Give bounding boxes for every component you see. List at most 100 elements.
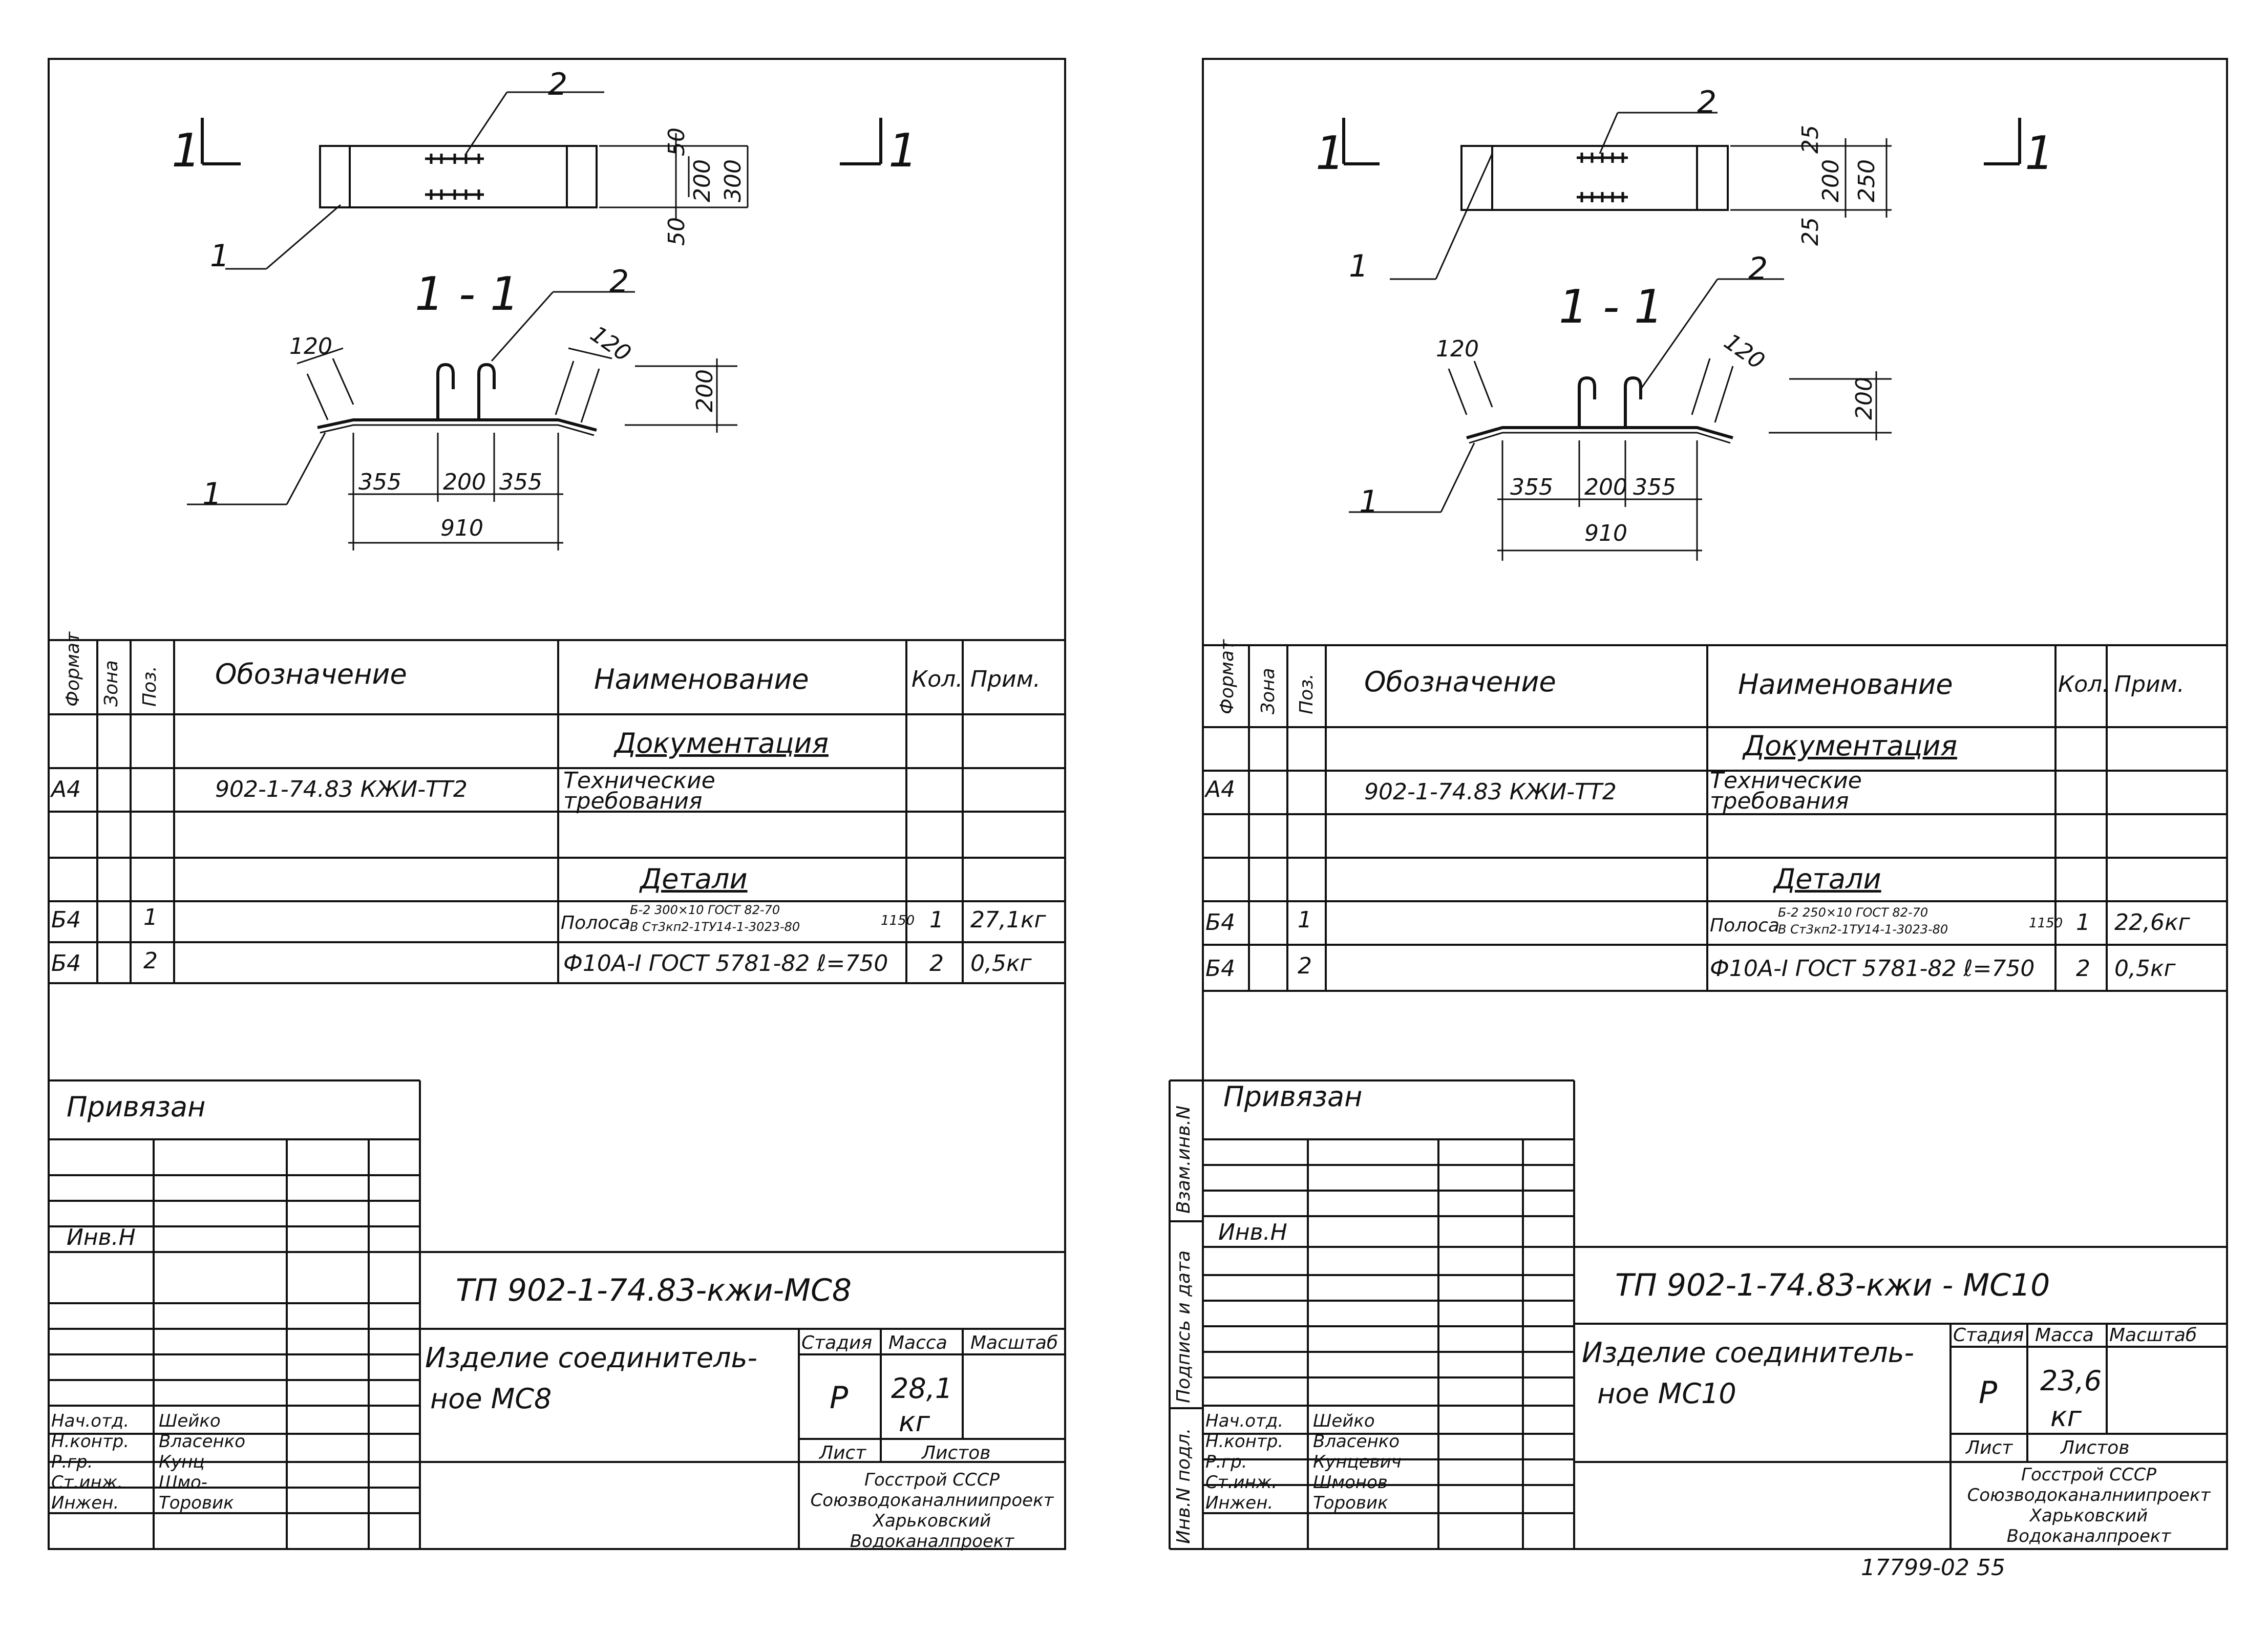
item-name-line2: ное МС10: [1597, 1377, 1736, 1410]
org-line-3: Харьковский: [2029, 1505, 2148, 1526]
row3-pos: 2: [1298, 953, 1312, 979]
title-block-grid: [49, 1079, 1065, 1549]
section-dim-120-left: 120: [289, 333, 332, 359]
row2-qty: 1: [929, 907, 944, 933]
callout-1-plan: 1: [210, 238, 230, 274]
col-pos: Поз.: [139, 666, 160, 707]
org-line-1: Госстрой СССР: [864, 1470, 1000, 1490]
plan-dim-top: 50: [664, 128, 690, 156]
row1-name: Технические требования: [563, 768, 715, 814]
callout-1-plan: 1: [1349, 248, 1369, 284]
person-3: Кунц: [159, 1452, 205, 1472]
footer-number: 17799-02 55: [1861, 1555, 2005, 1581]
person-5: Торовик: [159, 1493, 234, 1513]
col-format: Формат: [1217, 639, 1238, 714]
person-4: Шмо-: [159, 1472, 208, 1493]
org-block: Госстрой СССР Союзводоканалниипроект Хар…: [801, 1470, 1063, 1552]
callout-2-section: 2: [1748, 251, 1768, 287]
bent-plate-section: [1466, 426, 1733, 439]
col-format: Формат: [62, 631, 83, 707]
person-2: Власенко: [159, 1431, 246, 1452]
row1-designation: 902-1-74.83 КЖИ-ТТ2: [215, 776, 468, 802]
section-view-title: 1 - 1: [1559, 280, 1664, 334]
row2-name-length: 1150: [881, 913, 915, 928]
role-1: Нач.отд.: [51, 1411, 130, 1431]
bars-section: [436, 363, 496, 420]
sheets-label: Листов: [2061, 1437, 2130, 1458]
col-note: Прим.: [970, 666, 1041, 692]
section-view-title: 1 - 1: [415, 267, 520, 321]
section-dim-200-height: 200: [1851, 377, 1877, 420]
col-pos: Поз.: [1296, 673, 1317, 714]
row3-format: Б4: [51, 950, 81, 977]
roles-column: Нач.отд. Н.контр. Р.гр. Ст.инж. Инжен.: [1205, 1411, 1283, 1513]
role-3: Р.гр.: [51, 1452, 93, 1472]
org-line-3: Харьковский: [873, 1511, 991, 1531]
mass-value: 28,1: [891, 1372, 953, 1405]
section-mark-left: 1: [172, 124, 201, 178]
section-details: Детали: [1774, 863, 1881, 895]
person-1: Шейко: [1313, 1411, 1375, 1431]
col-qty: Кол.: [912, 666, 963, 692]
role-5: Инжен.: [1205, 1493, 1274, 1513]
row3-note: 0,5кг: [2114, 956, 2176, 982]
plan-dim-top: 25: [1797, 125, 1824, 154]
plan-dim-mid: 200: [1818, 159, 1844, 202]
section-dim-355-right: 355: [499, 469, 542, 495]
plate-plan-view: [319, 145, 598, 208]
bar-marks: [425, 154, 484, 200]
row2-note: 27,1кг: [970, 907, 1046, 933]
col-designation: Обозначение: [1364, 666, 1556, 698]
org-line-1: Госстрой СССР: [2021, 1465, 2156, 1485]
person-1: Шейко: [159, 1411, 221, 1431]
sheet-label: Лист: [819, 1443, 866, 1464]
plan-dim-bottom: 25: [1797, 217, 1824, 246]
side-label-signature-date: Подпись и дата: [1173, 1250, 1194, 1403]
item-name-line1: Изделие соединитель-: [1582, 1337, 1914, 1369]
plan-dim-bottom: 50: [664, 217, 690, 246]
sheet-left-linework: [48, 58, 1066, 1550]
side-label-replaced-inv: Взам.инв.N: [1173, 1105, 1194, 1214]
col-name: Наименование: [1738, 668, 1953, 701]
col-zone: Зона: [101, 660, 122, 707]
row2-name-bottom: В Ст3кп2-1ТУ14-1-3023-80: [630, 920, 800, 934]
row1-name: Технические требования: [1710, 768, 1862, 814]
callout-2-plan: 2: [548, 67, 568, 102]
people-column: Шейко Власенко Кунц Шмо- Торовик: [159, 1411, 245, 1513]
row3-name: Ф10А-I ГОСТ 5781-82 ℓ=750: [1710, 956, 2035, 982]
col-name: Наименование: [594, 663, 809, 695]
mass-value: 23,6: [2040, 1365, 2102, 1397]
person-4: Шмонов: [1313, 1472, 1388, 1493]
stage-value: Р: [830, 1380, 849, 1416]
section-dim-200: 200: [443, 469, 486, 495]
row3-note: 0,5кг: [970, 950, 1032, 977]
bars-section: [1578, 376, 1642, 428]
callout-2-section: 2: [609, 264, 629, 300]
drawing-code: ТП 902-1-74.83-кжи-МС8: [456, 1273, 852, 1308]
role-4: Ст.инж.: [51, 1472, 123, 1493]
col-note: Прим.: [2114, 671, 2185, 697]
section-mark-right-line: [1984, 118, 2021, 165]
person-5: Торовик: [1313, 1493, 1388, 1513]
plan-dim-total: 300: [720, 159, 746, 202]
bar-marks: [1577, 153, 1628, 202]
sheet-label: Лист: [1966, 1437, 2013, 1458]
bent-plate-section: [317, 418, 597, 432]
spec-table-grid: [1203, 644, 2227, 992]
callout-1-section: 1: [1359, 484, 1379, 520]
section-mark-right-line: [840, 118, 882, 165]
sheet-right: 1 1 1 - 1 2 1 2 1 25 200 25 250 120 120 …: [1134, 0, 2267, 1633]
section-documentation: Документация: [1743, 730, 1957, 762]
section-dim-355-right: 355: [1633, 474, 1676, 500]
row2-name-bottom: В Ст3кп2-1ТУ14-1-3023-80: [1778, 922, 1948, 937]
section-mark-right: 1: [888, 124, 918, 178]
stage-label: Стадия: [801, 1332, 873, 1353]
col-designation: Обозначение: [215, 658, 407, 690]
row3-name: Ф10А-I ГОСТ 5781-82 ℓ=750: [563, 950, 888, 977]
section-mark-left-line: [201, 118, 241, 165]
section-mark-left: 1: [1316, 126, 1345, 180]
scale-label: Масштаб: [2109, 1325, 2197, 1346]
sheet-frame: [48, 58, 1066, 1550]
scale-label: Масштаб: [970, 1332, 1058, 1353]
role-2: Н.контр.: [51, 1431, 130, 1452]
